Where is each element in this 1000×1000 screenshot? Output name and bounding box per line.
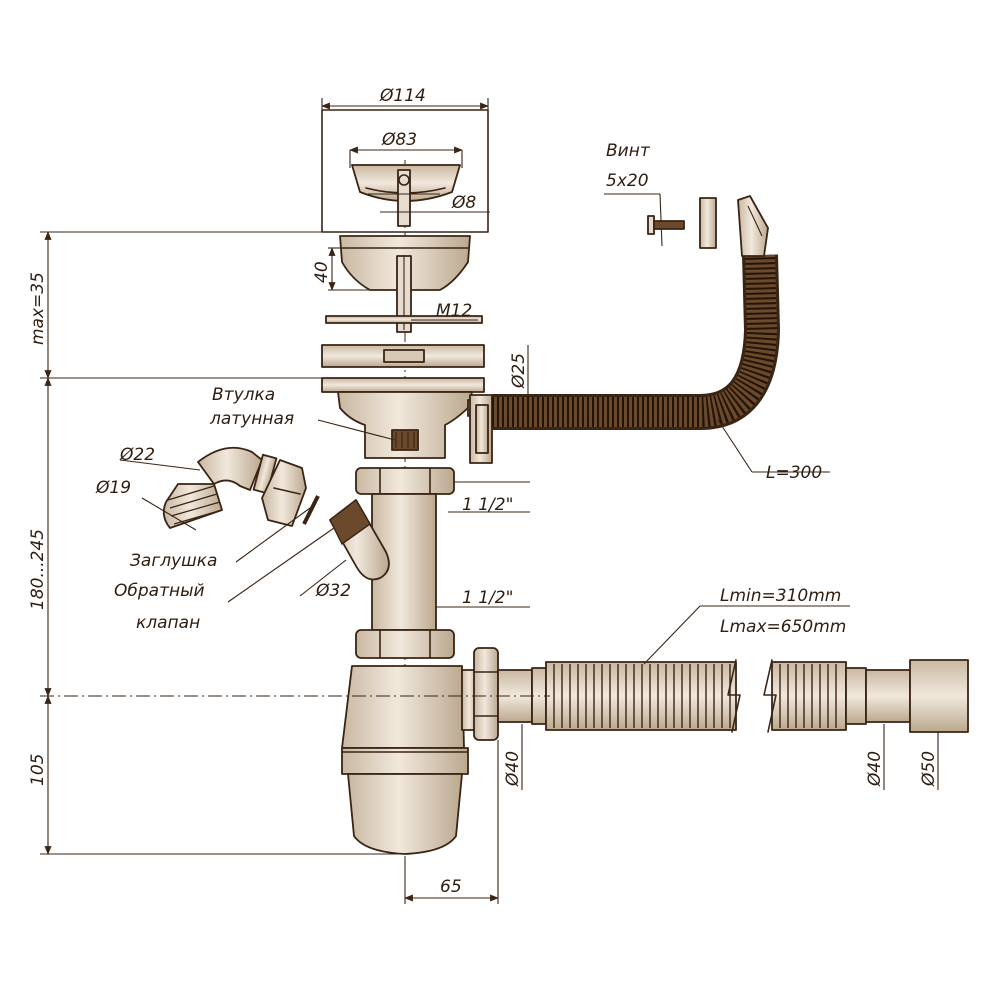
- label-d40a: Ø40: [503, 751, 523, 787]
- dim-h180-245: 180...245: [28, 377, 52, 697]
- label-d8: Ø8: [451, 193, 476, 213]
- outlet-body: [321, 235, 485, 459]
- dim-d114: Ø114: [321, 86, 489, 110]
- label-obratny-2: клапан: [136, 613, 200, 633]
- dim-outlet-diameters: Ø40 Ø40 Ø50: [503, 724, 939, 790]
- label-lmin: Lmin=310mm: [720, 586, 841, 606]
- dim-d25: Ø25: [509, 345, 529, 397]
- hose-nut: [261, 459, 307, 527]
- hose-elbow: Ø22 Ø19: [95, 445, 278, 531]
- label-d83: Ø83: [381, 130, 417, 150]
- label-plug-valve-group: Заглушка Обратный клапан Ø32: [114, 507, 351, 633]
- label-h40: 40: [312, 261, 332, 283]
- label-brass-sleeve-group: Втулка латунная: [209, 385, 396, 441]
- nut-upper: 1 1/2": [355, 467, 530, 515]
- drain-hose: [461, 647, 969, 741]
- label-vtulka-1: Втулка: [212, 385, 275, 405]
- label-d22: Ø22: [119, 445, 155, 465]
- overflow-hose: [467, 195, 781, 464]
- label-h105: 105: [28, 754, 48, 786]
- label-d25: Ø25: [509, 353, 529, 389]
- bottle-trap: [341, 665, 469, 855]
- dim-thread2: 1 1/2": [436, 588, 530, 608]
- label-thread2: 1 1/2": [462, 588, 513, 608]
- label-d32: Ø32: [315, 581, 351, 601]
- label-vtulka-2: латунная: [209, 409, 294, 429]
- label-d114: Ø114: [379, 86, 426, 106]
- dim-w65: 65: [404, 740, 499, 904]
- label-d19: Ø19: [95, 478, 131, 498]
- dim-h105: 105: [28, 695, 550, 855]
- dim-d83: Ø83: [349, 130, 463, 168]
- dim-d8: Ø8: [380, 193, 490, 213]
- nut-lower: [355, 629, 455, 659]
- label-obratny-1: Обратный: [114, 581, 205, 601]
- label-thread1: 1 1/2": [462, 495, 513, 515]
- label-d40b: Ø40: [865, 751, 885, 787]
- label-vint-1: Винт: [606, 141, 651, 161]
- label-h180-245: 180...245: [28, 529, 48, 610]
- strainer-view: [321, 109, 489, 233]
- dim-h40: 40: [312, 247, 370, 291]
- dim-m12: M12: [411, 301, 478, 321]
- dim-l300: L=300: [717, 419, 830, 483]
- dim-max35: max=35: [28, 231, 322, 379]
- gasket: [302, 495, 320, 525]
- label-max35: max=35: [28, 272, 48, 345]
- label-d50: Ø50: [919, 751, 939, 787]
- label-lmax: Lmax=650mm: [720, 617, 846, 637]
- label-l300: L=300: [766, 463, 822, 483]
- label-m12: M12: [436, 301, 472, 321]
- dim-hose-length: Lmin=310mm Lmax=650mm: [643, 586, 850, 665]
- label-w65: 65: [440, 877, 462, 897]
- label-vint-2: 5x20: [606, 171, 649, 191]
- vertical-pipe: [329, 493, 437, 631]
- screw-group: Винт 5x20: [604, 141, 717, 249]
- label-zaglushka: Заглушка: [130, 551, 217, 571]
